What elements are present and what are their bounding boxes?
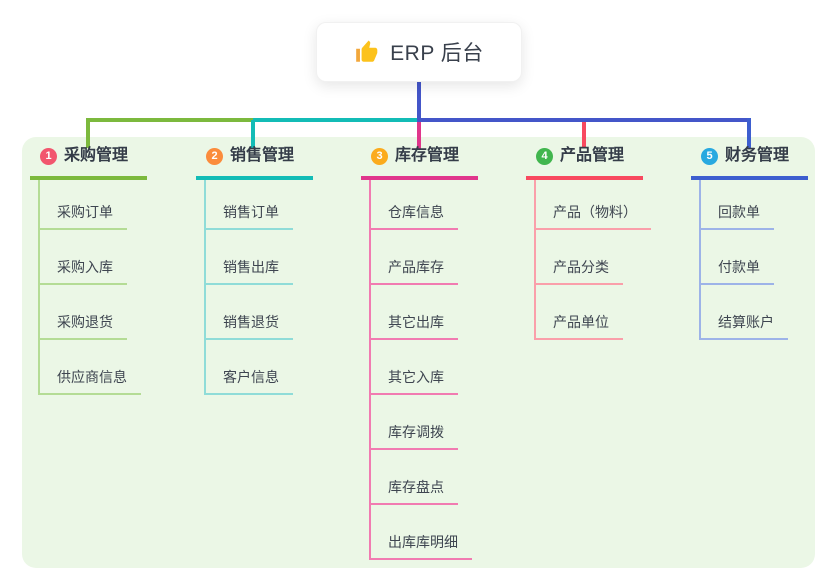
child-node[interactable]: 产品分类 [536, 230, 623, 285]
branch-children: 回款单付款单结算账户 [699, 180, 788, 340]
connector-bus-green [86, 118, 255, 122]
connector-bus-blue [417, 118, 751, 122]
child-node[interactable]: 出库库明细 [371, 505, 472, 560]
child-node[interactable]: 产品库存 [371, 230, 458, 285]
branch-number-badge: 5 [701, 147, 718, 165]
thumbs-up-icon [356, 40, 378, 62]
connector-drop-product [582, 122, 586, 148]
child-node[interactable]: 付款单 [701, 230, 774, 285]
connector-root-drop [417, 80, 421, 120]
branches-panel [22, 137, 815, 568]
child-node[interactable]: 销售订单 [206, 180, 293, 230]
child-node[interactable]: 仓库信息 [371, 180, 458, 230]
branch-number-badge: 4 [536, 147, 553, 165]
branch-children: 采购订单采购入库采购退货供应商信息 [38, 180, 141, 395]
child-node[interactable]: 产品（物料） [536, 180, 651, 230]
connector-drop-purchase [86, 120, 90, 148]
branch-title: 库存管理 [395, 147, 460, 164]
child-node[interactable]: 销售退货 [206, 285, 293, 340]
branch-header[interactable]: 5 财务管理 [691, 145, 808, 180]
root-title: ERP 后台 [390, 42, 484, 65]
child-node[interactable]: 销售出库 [206, 230, 293, 285]
connector-drop-sales [251, 120, 255, 148]
branch-title: 采购管理 [64, 147, 129, 164]
branch-4: 4 产品管理 产品（物料）产品分类产品单位 [526, 145, 651, 340]
branch-1: 1 采购管理 采购订单采购入库采购退货供应商信息 [30, 145, 147, 395]
branch-header[interactable]: 3 库存管理 [361, 145, 478, 180]
branch-children: 仓库信息产品库存其它出库其它入库库存调拨库存盘点出库库明细 [369, 180, 472, 560]
connector-bus-teal [253, 118, 419, 122]
branch-title: 财务管理 [725, 147, 790, 164]
branch-title: 产品管理 [560, 147, 625, 164]
branch-header[interactable]: 1 采购管理 [30, 145, 147, 180]
child-node[interactable]: 回款单 [701, 180, 774, 230]
child-node[interactable]: 库存盘点 [371, 450, 458, 505]
child-node[interactable]: 产品单位 [536, 285, 623, 340]
child-node[interactable]: 其它入库 [371, 340, 458, 395]
child-node[interactable]: 采购入库 [40, 230, 127, 285]
branch-2: 2 销售管理 销售订单销售出库销售退货客户信息 [196, 145, 313, 395]
child-node[interactable]: 客户信息 [206, 340, 293, 395]
branch-children: 产品（物料）产品分类产品单位 [534, 180, 651, 340]
child-node[interactable]: 供应商信息 [40, 340, 141, 395]
child-node[interactable]: 采购退货 [40, 285, 127, 340]
branch-header[interactable]: 2 销售管理 [196, 145, 313, 180]
root-node[interactable]: ERP 后台 [316, 22, 522, 82]
branch-children: 销售订单销售出库销售退货客户信息 [204, 180, 293, 395]
branch-5: 5 财务管理 回款单付款单结算账户 [691, 145, 808, 340]
branch-number-badge: 3 [371, 147, 388, 165]
child-node[interactable]: 结算账户 [701, 285, 788, 340]
connector-drop-inventory [417, 122, 421, 150]
branch-number-badge: 1 [40, 147, 57, 165]
branch-3: 3 库存管理 仓库信息产品库存其它出库其它入库库存调拨库存盘点出库库明细 [361, 145, 478, 560]
branch-header[interactable]: 4 产品管理 [526, 145, 643, 180]
child-node[interactable]: 其它出库 [371, 285, 458, 340]
child-node[interactable]: 库存调拨 [371, 395, 458, 450]
child-node[interactable]: 采购订单 [40, 180, 127, 230]
connector-drop-finance [747, 118, 751, 148]
branch-number-badge: 2 [206, 147, 223, 165]
branch-title: 销售管理 [230, 147, 295, 164]
